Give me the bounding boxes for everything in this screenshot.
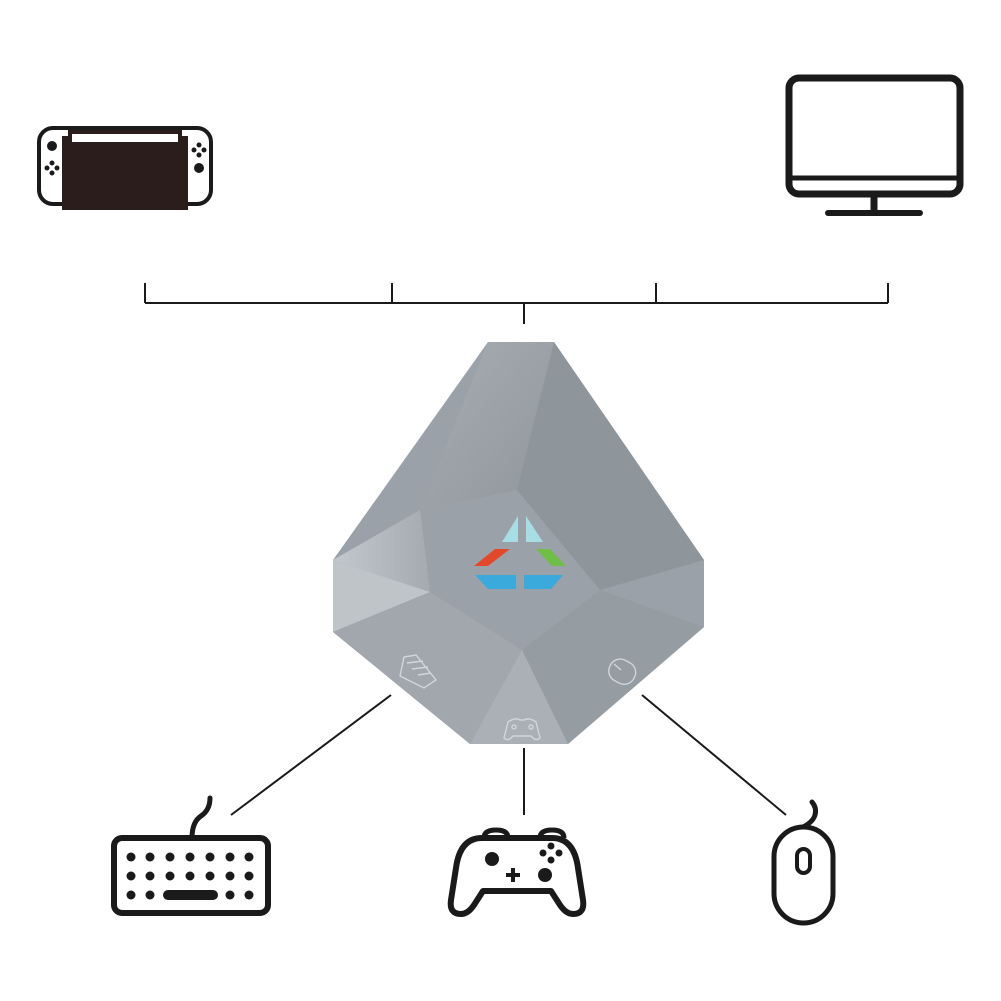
top-connector-bracket	[144, 283, 889, 324]
logo-segment-red	[474, 549, 510, 566]
bottom-connector-lines	[230, 694, 787, 816]
logo-segment-cyan-left	[502, 516, 518, 542]
logo-segment-cyan-right	[526, 516, 543, 542]
gamepad-icon	[447, 827, 587, 917]
keyboard-port-icon	[399, 654, 438, 689]
gamepad-port-icon	[503, 718, 541, 741]
game-console-icon	[37, 126, 213, 210]
keyboard-icon	[111, 795, 271, 916]
adapter-hub-icon	[333, 342, 704, 744]
monitor-icon	[785, 74, 964, 216]
mouse-port-icon	[608, 658, 637, 685]
mouse-icon	[771, 799, 836, 926]
hub-logo	[474, 516, 566, 589]
logo-segment-blue-left	[475, 575, 516, 589]
logo-segment-blue-right	[524, 575, 563, 589]
logo-segment-green	[536, 549, 566, 566]
